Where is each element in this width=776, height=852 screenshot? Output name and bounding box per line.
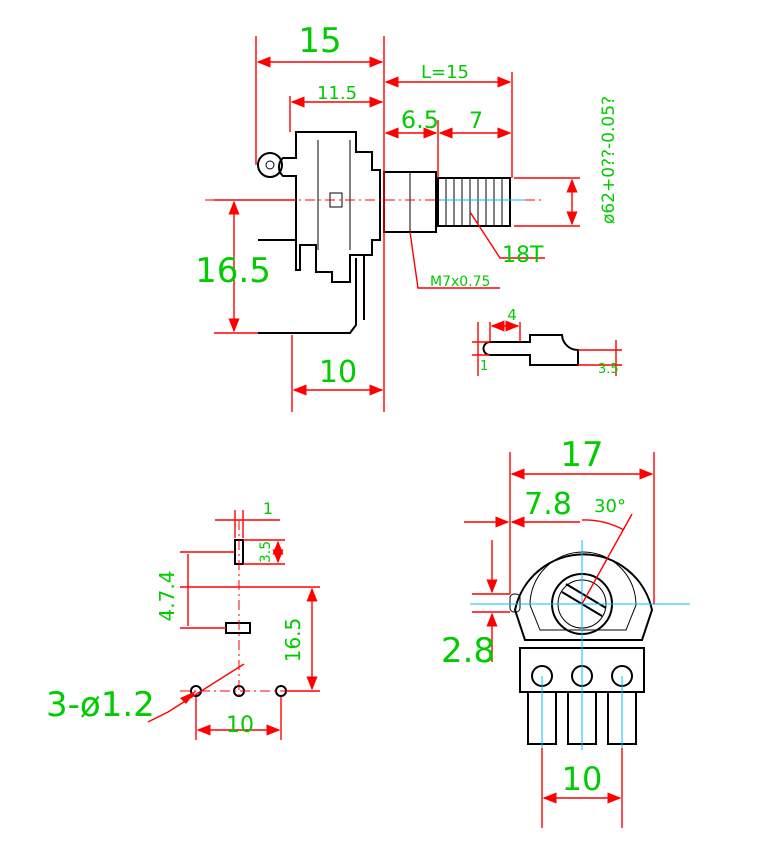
dim-shaft-diameter: ø62+0??-0.05? — [599, 96, 619, 224]
pcb-dim-1: 1 — [263, 499, 273, 518]
dim-6-5: 6.5 — [401, 106, 439, 134]
dim-10: 10 — [319, 355, 357, 390]
dim-1: 1 — [480, 359, 488, 374]
dim-3-5: 3.5 — [598, 362, 619, 377]
front-dim-30-deg: 30° — [594, 496, 626, 517]
dim-11-5: 11.5 — [317, 83, 357, 104]
front-dim-10: 10 — [562, 760, 603, 798]
pcb-dim-10: 10 — [226, 713, 254, 738]
front-dim-2-8: 2.8 — [441, 631, 495, 671]
pcb-dim-16-5: 16.5 — [281, 618, 305, 663]
dim-15: 15 — [298, 21, 341, 61]
side-view: 15 11.5 L=15 6.5 7 ø62+0??-0.05? 18T M7x… — [195, 21, 619, 412]
front-dim-17: 17 — [560, 435, 603, 475]
pcb-dim-4-7-4: 4.7.4 — [155, 571, 179, 622]
pcb-layout: 1 3.5 4.7.4 16.5 3-ø1.2 10 — [46, 499, 320, 740]
dim-l-15: L=15 — [421, 62, 469, 83]
dim-thread: M7x0.75 — [430, 274, 490, 290]
pcb-dim-3-5: 3.5 — [258, 541, 274, 563]
dim-18t: 18T — [502, 243, 544, 268]
terminal-detail: 4 1 3.5 — [472, 306, 622, 377]
front-dim-7-8: 7.8 — [524, 487, 572, 522]
dim-4: 4 — [507, 306, 517, 324]
front-view: 17 7.8 30° 2.8 10 — [441, 435, 690, 828]
dim-16-5: 16.5 — [195, 251, 271, 291]
dim-7: 7 — [469, 109, 483, 134]
pcb-dim-holes: 3-ø1.2 — [46, 685, 155, 725]
